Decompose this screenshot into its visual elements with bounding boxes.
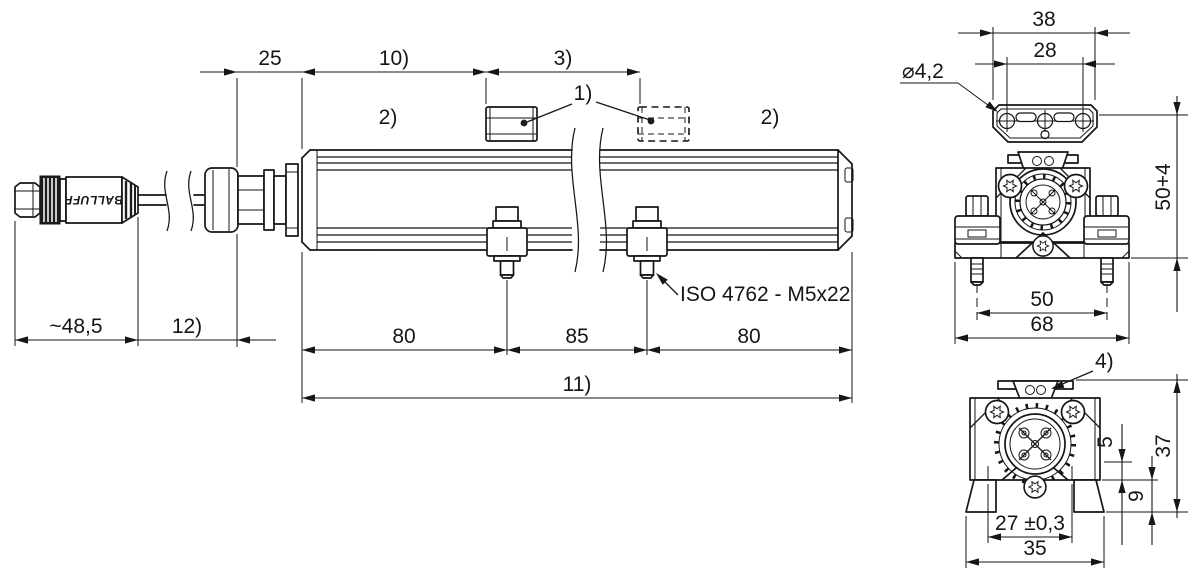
- knurled-ring: [39, 175, 61, 225]
- dim-9-label: 9: [1125, 490, 1148, 502]
- break-line: [598, 127, 608, 273]
- dim-50-label: 50: [1030, 288, 1053, 311]
- magnet-holes: [996, 110, 1094, 140]
- dim-28: 28: [975, 39, 1115, 112]
- section-view: 4) 37 5 9: [965, 350, 1188, 568]
- break-line: [188, 170, 194, 232]
- break-line: [570, 127, 580, 273]
- brand-label: BALLUFF: [65, 193, 123, 207]
- dim-80-left: 80: [392, 325, 415, 348]
- section-connector: [994, 403, 1076, 485]
- note-2-left: 2): [379, 106, 398, 129]
- note-4: 4): [1049, 350, 1114, 393]
- dim-top-chain: 25 10) 3): [200, 47, 641, 403]
- torx-screw: [997, 173, 1023, 199]
- dim-3: 3): [554, 47, 573, 70]
- cable-connector: BALLUFF: [14, 175, 139, 225]
- mounting-clamp-right: [626, 206, 668, 355]
- leader-dot: [520, 119, 528, 127]
- note-1-label: 1): [574, 82, 593, 105]
- dim-height-50-4: 50+4: [1099, 96, 1188, 312]
- torx-screw: [1023, 475, 1047, 499]
- dim-25: 25: [258, 47, 281, 70]
- torx-screw: [1063, 173, 1089, 199]
- dim-27-label: 27 ±0,3: [995, 512, 1065, 535]
- dim-35-label: 35: [1023, 537, 1046, 560]
- dim-35: 35: [965, 516, 1105, 568]
- dim-37-label: 37: [1152, 434, 1175, 457]
- screw-spec-label: ISO 4762 - M5x22: [680, 283, 850, 306]
- dim-10: 10): [379, 47, 409, 70]
- torx-screw: [1032, 235, 1054, 257]
- mounting-clamp-left: [486, 206, 528, 355]
- foot-right: [1073, 479, 1105, 513]
- dim-dia-label: ⌀4,2: [902, 60, 944, 83]
- cable-gland: [204, 163, 299, 237]
- note-4-label: 4): [1095, 350, 1114, 373]
- top-rails: [317, 156, 838, 171]
- dim-5-label: 5: [1094, 436, 1117, 448]
- dim-9: 9: [1125, 456, 1156, 545]
- dim-85: 85: [565, 325, 588, 348]
- dim-38-label: 38: [1032, 8, 1055, 31]
- dim-50-4-label: 50+4: [1152, 163, 1175, 211]
- front-view: 50+4 50 68: [954, 96, 1188, 344]
- dim-68-label: 68: [1030, 313, 1053, 336]
- note-1: 1): [526, 82, 651, 123]
- dim-50: 50: [976, 284, 1108, 320]
- front-connector: [1009, 168, 1077, 236]
- dim-27: 27 ±0,3: [987, 484, 1073, 543]
- dim-80-right: 80: [737, 325, 760, 348]
- dim-11: 11): [563, 373, 592, 396]
- side-view: BALLUFF: [14, 47, 854, 403]
- magnet-top-view: 38 28 ⌀4,2: [900, 8, 1130, 143]
- hole-diameter-callout: ⌀4,2: [900, 60, 1001, 115]
- leader-dot: [647, 117, 655, 125]
- dim-clamp-chain: 80 85 80: [302, 252, 853, 403]
- dim-overall-length: 11): [302, 373, 852, 402]
- dim-5: 5: [1094, 424, 1158, 545]
- dim-connector-chain: ~48,5 12): [14, 217, 276, 346]
- dim-48-5: ~48,5: [49, 315, 102, 338]
- dim-12: 12): [172, 315, 202, 338]
- dim-68: 68: [954, 262, 1130, 344]
- front-clamp-left: [954, 195, 1001, 286]
- position-magnet-dashed: [637, 106, 690, 142]
- position-magnet-solid: [485, 106, 538, 142]
- screw-spec-note: ISO 4762 - M5x22: [653, 270, 850, 306]
- cable: [137, 170, 207, 232]
- note-2-right: 2): [761, 106, 780, 129]
- torx-screw: [984, 399, 1010, 425]
- break-line: [164, 170, 170, 232]
- front-clamp-right: [1083, 195, 1130, 286]
- dim-28-label: 28: [1033, 39, 1056, 62]
- dim-38: 38: [958, 8, 1130, 100]
- dim-37: 37: [1076, 374, 1188, 518]
- torx-screw: [1060, 399, 1086, 425]
